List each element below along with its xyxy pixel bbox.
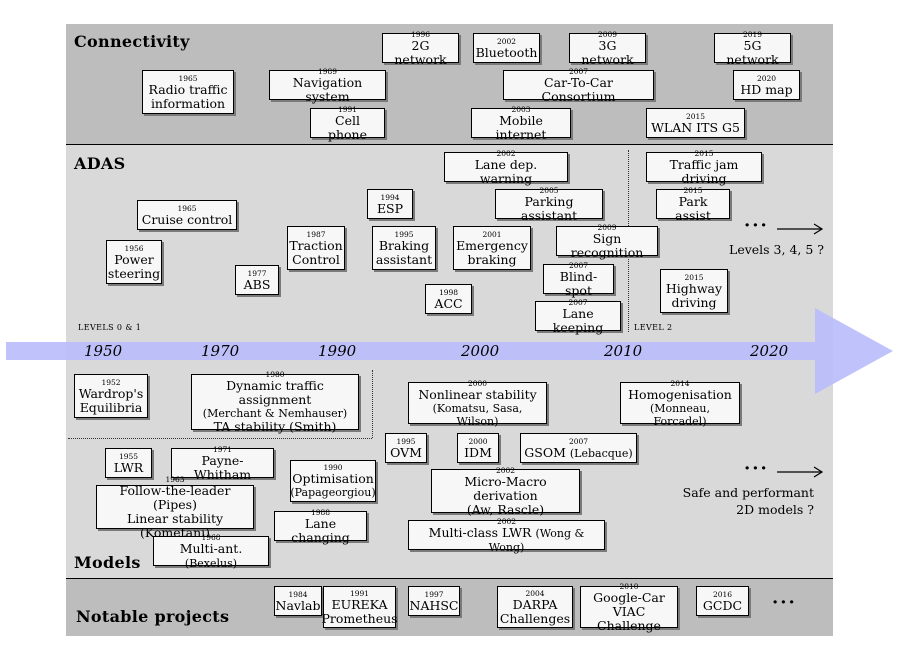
models-divider-vertical: [372, 370, 373, 438]
axis-year-2020: 2020: [750, 342, 789, 360]
models-future-ellipsis: ···: [744, 458, 769, 479]
section-title-adas: ADAS: [74, 154, 126, 173]
axis-year-2000: 2000: [461, 342, 500, 360]
models-future-text: Safe and performant 2D models ?: [682, 485, 814, 517]
section-title-projects: Notable projects: [76, 607, 230, 626]
right-arrow-icon: [777, 466, 824, 478]
level-2-label: LEVEL 2: [634, 323, 673, 332]
separator-models-projects: [66, 578, 833, 579]
section-title-connectivity: Connectivity: [74, 32, 190, 51]
models-divider-horizontal: [68, 438, 372, 439]
axis-year-1970: 1970: [201, 342, 240, 360]
right-arrow-icon: [777, 223, 824, 235]
projects-ellipsis: ···: [772, 592, 797, 613]
axis-year-1950: 1950: [84, 342, 123, 360]
levels-0-1-label: LEVELS 0 & 1: [78, 323, 142, 332]
section-title-models: Models: [74, 553, 141, 572]
axis-year-1990: 1990: [318, 342, 357, 360]
timeline-band: [66, 334, 833, 368]
separator-connectivity-adas: [66, 144, 833, 145]
adas-future-ellipsis: ···: [744, 215, 769, 236]
adas-future-text: Levels 3, 4, 5 ?: [729, 242, 824, 257]
axis-year-2010: 2010: [604, 342, 643, 360]
